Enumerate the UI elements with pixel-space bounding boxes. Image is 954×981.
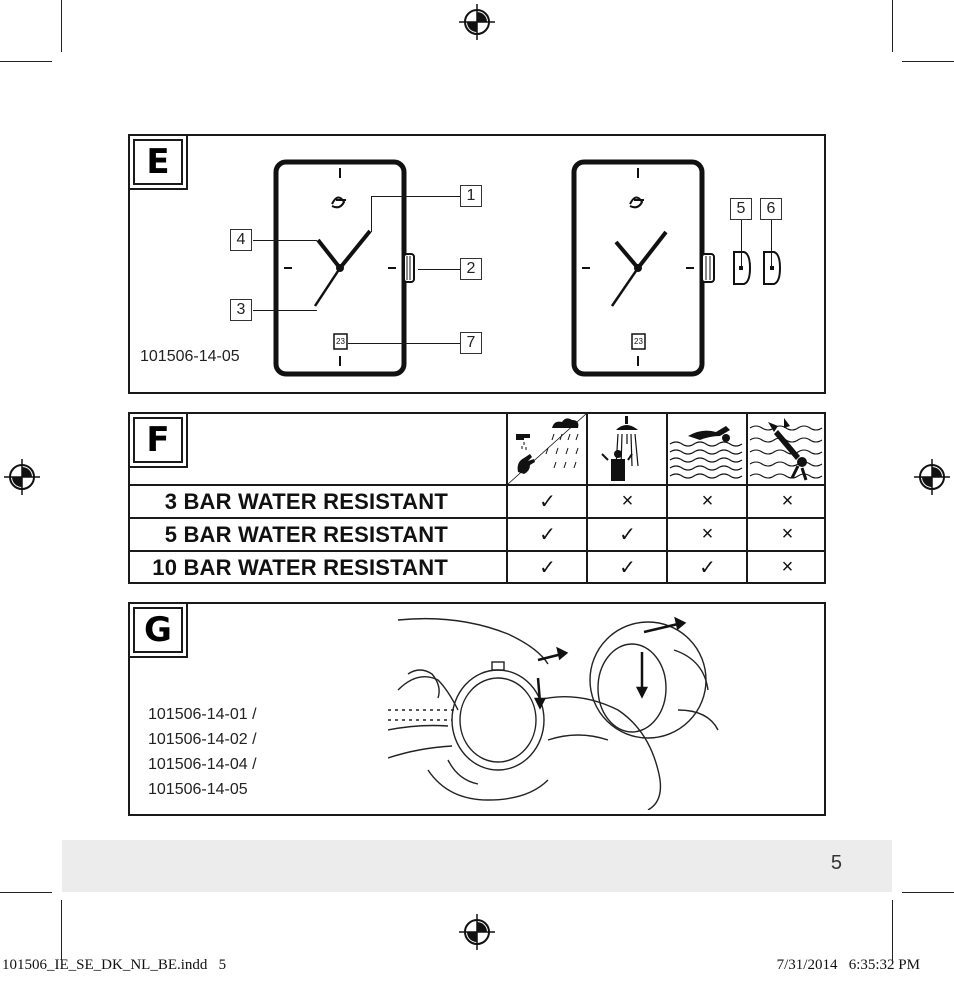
strap-change-illustration <box>388 616 719 810</box>
model-number-1: 101506-14-01 / <box>148 706 257 723</box>
registration-mark-icon <box>459 4 495 40</box>
row-label-10bar: 10 BAR WATER RESISTANT <box>152 554 448 580</box>
callout-2: 2 <box>460 258 482 280</box>
row-label-3bar: 3 BAR WATER RESISTANT <box>164 488 448 514</box>
crown-position-icon <box>733 251 782 285</box>
callout-7: 7 <box>460 332 482 354</box>
page-footer: 5 <box>62 840 892 892</box>
row-label-5bar: 5 BAR WATER RESISTANT <box>164 521 448 547</box>
watch-diagram-icon <box>571 159 715 377</box>
cross-icon: × <box>701 490 714 512</box>
check-icon: ✓ <box>699 557 716 579</box>
grid-line <box>746 412 748 484</box>
leader-line <box>371 196 372 232</box>
panel-e: E 23 1 2 3 4 7 101506-14-05 <box>128 134 826 394</box>
watch-diagram-icon <box>273 159 415 377</box>
panel-g-label: G <box>133 607 183 653</box>
crop-mark <box>892 900 893 960</box>
grid-line <box>128 550 826 552</box>
panel-g: G 101506-14-01 / 101506-14-02 / 101506-1… <box>128 602 826 816</box>
callout-3: 3 <box>230 299 252 321</box>
panel-f-tab: F <box>128 412 188 468</box>
date-window: 23 <box>634 337 643 346</box>
shower-icon <box>601 416 639 481</box>
cross-icon: × <box>701 523 714 545</box>
panel-g-tab: G <box>128 602 188 658</box>
swimming-icon <box>669 426 743 479</box>
crop-mark <box>902 61 954 62</box>
water-table <box>128 484 826 584</box>
panel-e-label: E <box>133 139 183 185</box>
callout-5: 5 <box>730 198 752 220</box>
cross-icon: × <box>781 490 794 512</box>
leader-line <box>253 240 317 241</box>
page-number: 5 <box>830 852 842 874</box>
callout-1: 1 <box>460 185 482 207</box>
leader-line <box>771 220 772 266</box>
cross-icon: × <box>781 523 794 545</box>
crop-mark <box>61 0 62 52</box>
grid-line <box>666 412 668 484</box>
leader-line <box>418 269 460 270</box>
registration-mark-icon <box>914 459 950 495</box>
model-number-2: 101506-14-02 / <box>148 731 257 748</box>
callout-6: 6 <box>760 198 782 220</box>
check-icon: ✓ <box>539 557 556 579</box>
model-number-4: 101506-14-05 <box>148 781 248 798</box>
grid-line <box>666 484 668 584</box>
crop-mark <box>902 892 954 893</box>
leader-line <box>371 196 461 197</box>
grid-line <box>586 484 588 584</box>
model-number-3: 101506-14-04 / <box>148 756 257 773</box>
cross-icon: × <box>621 490 634 512</box>
leader-line <box>253 310 317 311</box>
model-number: 101506-14-05 <box>140 348 240 365</box>
grid-line <box>506 484 508 584</box>
registration-mark-icon <box>459 914 495 950</box>
grid-line <box>746 484 748 584</box>
cross-icon: × <box>781 556 794 578</box>
date-window: 23 <box>336 337 345 346</box>
grid-line <box>128 517 826 519</box>
check-icon: ✓ <box>619 524 636 546</box>
check-icon: ✓ <box>619 557 636 579</box>
registration-mark-icon <box>4 459 40 495</box>
crop-mark <box>61 900 62 960</box>
panel-e-tab: E <box>128 134 188 190</box>
slug-filename: 101506_IE_SE_DK_NL_BE.indd 5 <box>2 957 227 973</box>
crop-mark <box>0 61 52 62</box>
leader-line <box>741 220 742 266</box>
grid-line <box>586 412 588 484</box>
check-icon: ✓ <box>539 491 556 513</box>
panel-f-label: F <box>133 417 183 463</box>
crop-mark <box>0 892 52 893</box>
diving-icon <box>749 418 823 481</box>
leader-line <box>348 343 460 344</box>
check-icon: ✓ <box>539 524 556 546</box>
wash-rain-icon <box>508 414 586 484</box>
crop-mark <box>892 0 893 52</box>
slug-timestamp: 7/31/2014 6:35:32 PM <box>776 957 920 973</box>
callout-4: 4 <box>230 229 252 251</box>
panel-f: F <box>128 412 826 584</box>
